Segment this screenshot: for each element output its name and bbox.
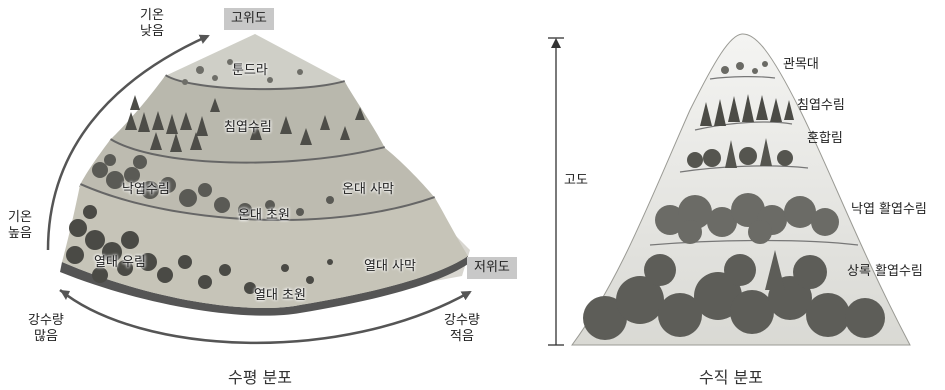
zone-deciduous-broadleaf-label: 낙엽 활엽수림 (851, 202, 927, 217)
zone-evergreen-broadleaf-label: 상록 활엽수림 (847, 264, 923, 279)
horizontal-cone-illustration (60, 34, 470, 316)
zone-mixed-label: 혼합림 (807, 131, 843, 146)
biome-taiga-label: 침엽수림 (224, 120, 272, 135)
biome-tropical-desert-label: 열대 사막 (364, 259, 416, 274)
biome-deciduous-label: 낙엽수림 (122, 182, 170, 197)
altitude-axis-label: 고도 (564, 173, 588, 188)
low-latitude-tag: 저위도 (467, 257, 517, 279)
biome-tropical-rainforest-label: 열대 우림 (94, 255, 146, 270)
biome-tundra-label: 툰드라 (232, 63, 268, 78)
vertical-caption: 수직 분포 (699, 368, 763, 387)
temperature-arrow (46, 34, 210, 251)
biome-temperate-desert-label: 온대 사막 (342, 182, 394, 197)
horizontal-caption: 수평 분포 (228, 368, 292, 387)
zone-conifer-label: 침엽수림 (797, 98, 845, 113)
precipitation-arrow (59, 289, 472, 344)
high-latitude-tag: 고위도 (224, 8, 274, 30)
zone-shrub-label: 관목대 (783, 57, 819, 72)
biome-temperate-grassland-label: 온대 초원 (238, 208, 290, 223)
biome-tropical-grassland-label: 열대 초원 (254, 288, 306, 303)
mountain-illustration (571, 33, 911, 346)
